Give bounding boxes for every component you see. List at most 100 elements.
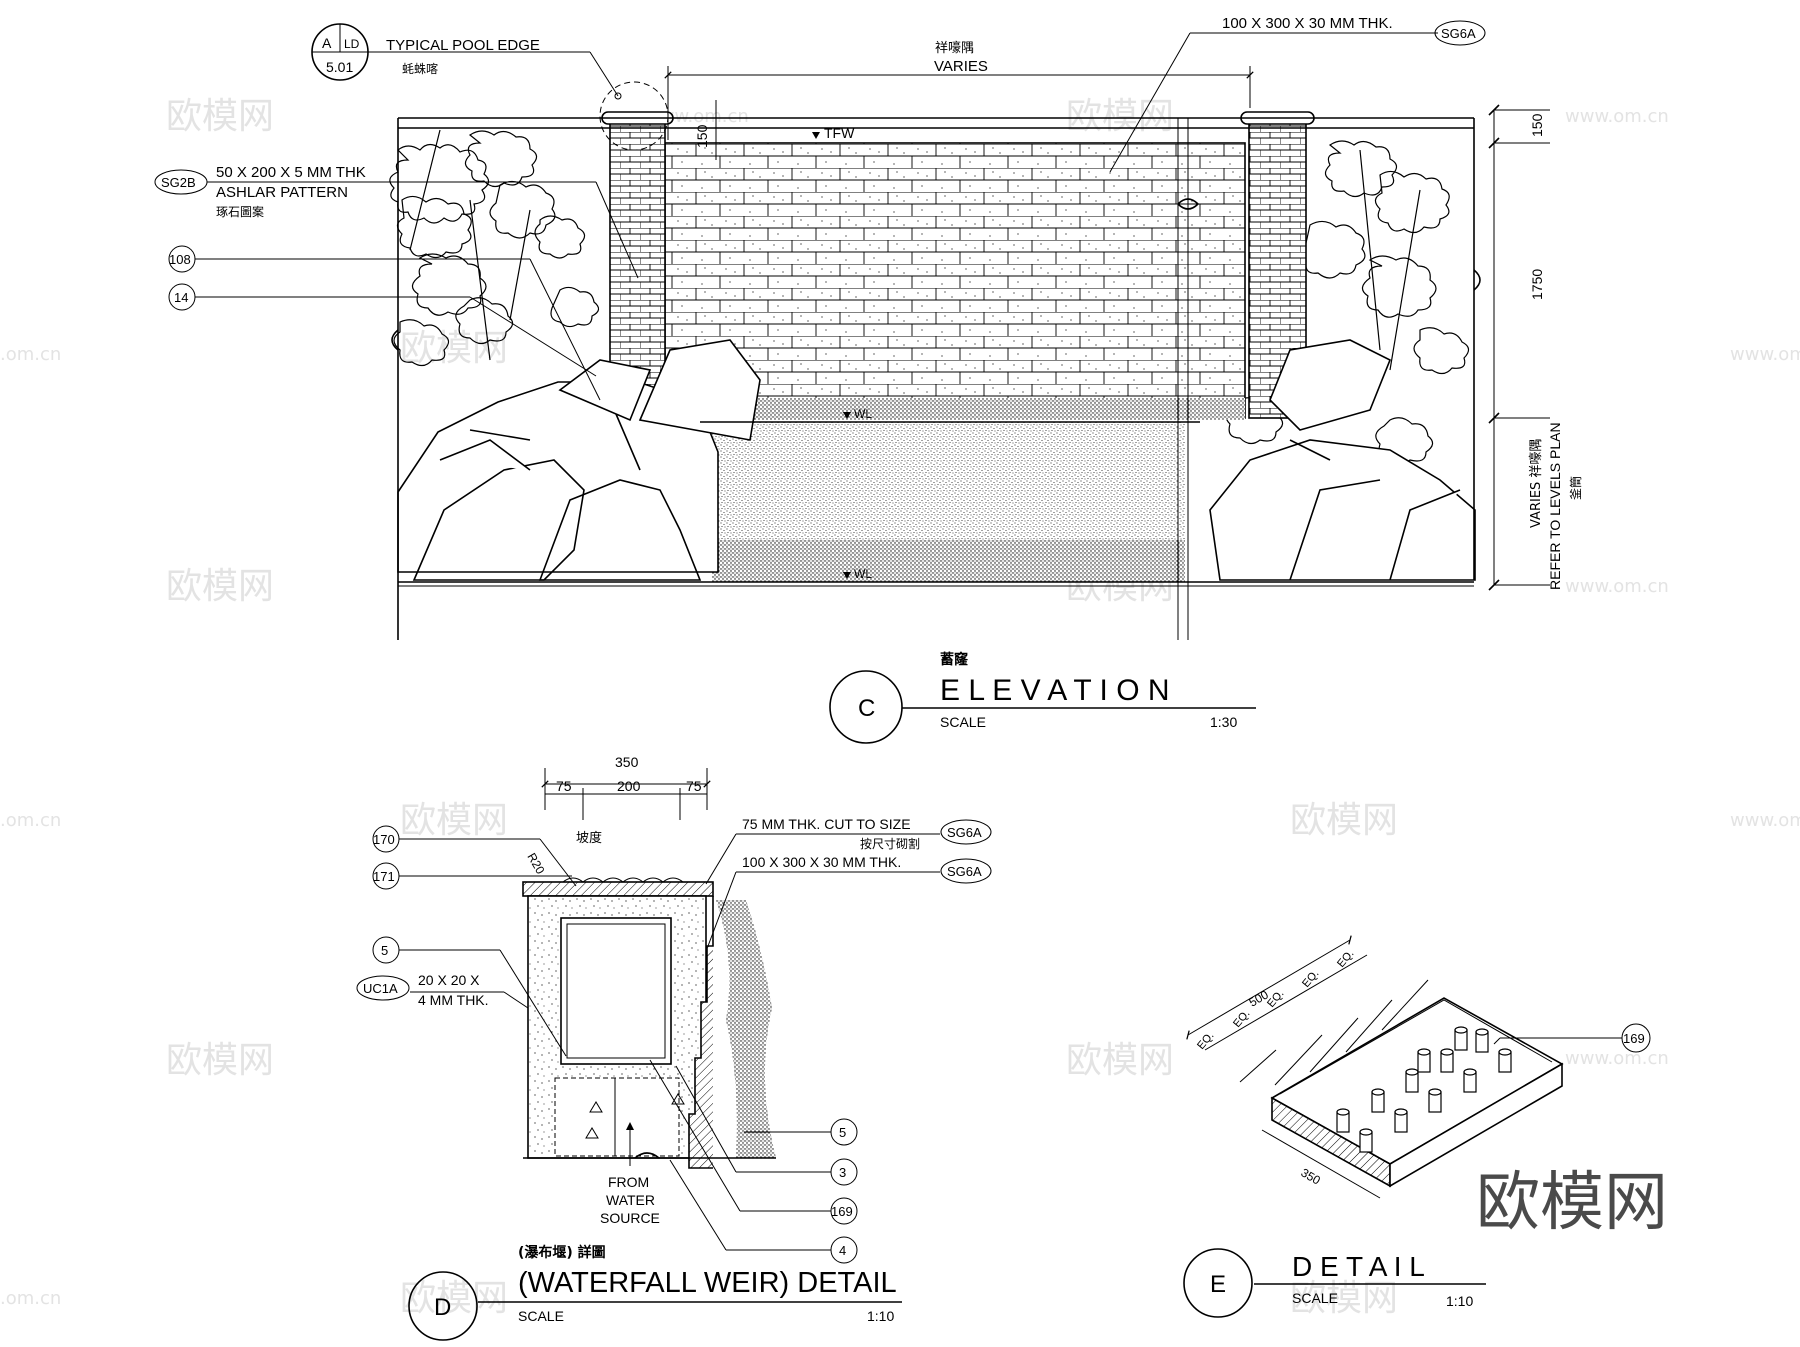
watermark-domain: www.om.cn (1730, 810, 1800, 831)
coping-stone (522, 881, 714, 897)
ref-3-leader-2 (675, 1065, 737, 1173)
ref-169-leader-2 (1493, 1037, 1501, 1045)
watermark-domain: www.om.cn (1565, 576, 1669, 597)
water-spill (716, 900, 776, 1158)
ref-14: 14 (174, 290, 188, 305)
watermark: 欧模网 (166, 566, 274, 607)
watermark: 欧模网 (400, 328, 508, 369)
ref-sheet: 5.01 (326, 59, 353, 75)
eq-stripe-4 (1381, 979, 1429, 1031)
grate-tray-side (1389, 1062, 1563, 1188)
elevation-title: E L E V A T I O N (940, 674, 1170, 707)
grate-detail: 500 EQ. EQ. EQ. EQ. EQ. 350 (1183, 935, 1651, 1318)
tag-sg6a-1: SG6A (947, 825, 982, 840)
coping-ripple (562, 877, 684, 883)
nozzle (1371, 1088, 1385, 1113)
elevation-scale: 1:30 (1210, 714, 1237, 730)
section-c-letter: C (858, 695, 875, 722)
dim-350-line (1261, 1129, 1381, 1199)
nozzle (1440, 1048, 1454, 1073)
ref-ld: LD (344, 37, 360, 51)
uc-spec-1: 20 X 20 X (418, 972, 480, 988)
grate-scale-label: SCALE (1292, 1290, 1338, 1306)
watermark-domain: www.om.cn (1565, 106, 1669, 127)
watermark-domain: www.om.cn (1730, 344, 1800, 365)
tag-uc1a-bubble (356, 975, 410, 1001)
watermark: 欧模网 (400, 800, 508, 841)
eq-stripe-3 (1345, 999, 1393, 1053)
wl-marker-top (843, 412, 851, 419)
weir-detail: 350 75 200 75 坡度 R20 FROM WATER SOURCE 1… (356, 754, 992, 1341)
ref-108: 108 (169, 252, 191, 267)
dim-150-a: 150 (694, 124, 710, 148)
nozzle (1454, 1026, 1468, 1051)
elevation-scale-label: SCALE (940, 714, 986, 730)
source-label-2: WATER (606, 1192, 655, 1208)
dim-350: 350 (615, 754, 639, 770)
pool-edge-leader-2 (589, 51, 619, 97)
watermark: 欧模网 (166, 1040, 274, 1081)
ref-5-leader-2 (499, 949, 567, 1057)
dim-eq-line (1204, 954, 1368, 1051)
nozzle (1359, 1128, 1373, 1153)
planting-right (1225, 140, 1470, 465)
watermark: 欧模网 (400, 1278, 508, 1319)
section-d-bubble (408, 1271, 478, 1341)
break-mark (1176, 198, 1200, 210)
rocks-left (397, 339, 761, 581)
nozzle (1417, 1048, 1431, 1073)
uc-spec-2: 4 MM THK. (418, 992, 489, 1008)
ref-170-leader-2 (539, 838, 577, 887)
watermarks: 欧模网 www.om.cn 欧模网 www.om.cn .om.cn 欧模网 w… (0, 96, 1800, 1319)
tag-sg6a: SG6A (1441, 26, 1476, 41)
varies-label: VARIES (934, 58, 988, 75)
tag-sg6a-bubble-2 (940, 858, 992, 884)
grate-tray-rim (1279, 999, 1553, 1095)
cut-spec: 75 MM THK. CUT TO SIZE (742, 816, 911, 832)
ref-4: 4 (839, 1243, 846, 1258)
ref-4-leader-2 (669, 1159, 727, 1251)
weir-scale-label: SCALE (518, 1308, 564, 1324)
eq-stripe-2 (1309, 1017, 1359, 1073)
tag-sg6a-2: SG6A (947, 864, 982, 879)
watermark-domain: www.om.cn (1565, 1048, 1669, 1069)
weir-scale: 1:10 (867, 1308, 894, 1324)
ref-169: 169 (1623, 1031, 1645, 1046)
nozzle (1394, 1108, 1408, 1133)
ref-170: 170 (373, 832, 395, 847)
ref-171: 171 (373, 869, 395, 884)
dim-varies-cn: 釜簡 (1568, 476, 1583, 500)
weir-nozzles (1336, 1026, 1512, 1153)
paver-spec-leader (707, 871, 737, 947)
watermark: 欧模网 (1066, 1040, 1174, 1081)
section-d-letter: D (434, 1294, 451, 1321)
ashlar-spec-2: ASHLAR PATTERN (216, 184, 348, 201)
source-label-3: SOURCE (600, 1210, 660, 1226)
tag-uc1a: UC1A (363, 981, 398, 996)
elevation-title-cn: 蓄窿 (940, 651, 969, 668)
dim-1750: 1750 (1529, 269, 1545, 300)
eq-1: EQ. (1195, 1030, 1216, 1052)
watermark-domain: .om.cn (0, 1288, 61, 1309)
eq-3: EQ. (1265, 988, 1286, 1010)
watermark-domain: .om.cn (0, 810, 61, 831)
paver-spec: 100 X 300 X 30 MM THK. (1222, 15, 1393, 32)
nozzle (1475, 1028, 1489, 1053)
dim-350: 350 (1299, 1165, 1324, 1187)
ref-5-right: 5 (839, 1125, 846, 1140)
grate-title: D E T A I L (1292, 1251, 1425, 1282)
grate-scale: 1:10 (1446, 1293, 1473, 1309)
section-e-bubble (1183, 1248, 1253, 1318)
cut-spec-leader (705, 833, 737, 885)
dim-200: 200 (617, 778, 641, 794)
paver-spec: 100 X 300 X 30 MM THK. (742, 854, 901, 870)
eq-stripe-1 (1274, 1034, 1323, 1086)
weir-title-cn: (瀑布堰) 詳圖 (518, 1244, 606, 1261)
ref-169-leader-2 (649, 1059, 741, 1212)
nozzle (1498, 1048, 1512, 1073)
pool-edge-label: TYPICAL POOL EDGE (386, 37, 540, 54)
nozzle (1336, 1108, 1350, 1133)
watermark: 欧模网 (1066, 96, 1174, 137)
ref-14-leader-2 (469, 296, 597, 377)
aggregate-marks (585, 1093, 685, 1139)
